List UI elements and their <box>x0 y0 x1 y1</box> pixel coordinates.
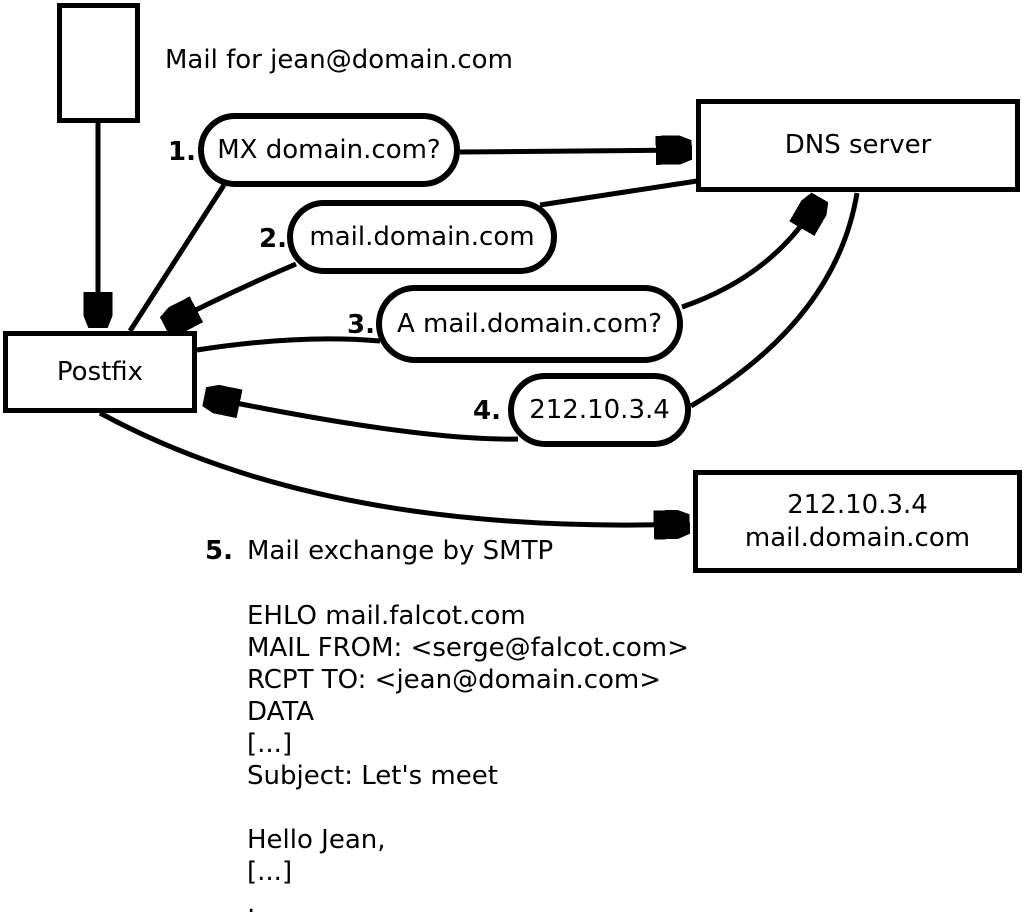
dns-server-label: DNS server <box>784 130 932 160</box>
mail-message-icon <box>57 3 140 123</box>
step-5-label: Mail exchange by SMTP <box>247 536 554 566</box>
line-dns-to-reply-mx <box>539 178 698 208</box>
step-3-label: A mail.domain.com? <box>397 309 662 339</box>
arrow-reply-a-to-postfix <box>206 397 519 442</box>
postfix-box: Postfix <box>3 331 197 413</box>
step-1-label: MX domain.com? <box>217 135 441 165</box>
step-4-number: 4. <box>473 396 501 426</box>
arrow-query-a-to-dns <box>681 199 819 310</box>
target-server-ip: 212.10.3.4 <box>787 489 928 520</box>
step-1-pill: MX domain.com? <box>198 113 460 187</box>
line-postfix-to-query-a <box>196 336 381 353</box>
step-4-pill: 212.10.3.4 <box>508 373 691 447</box>
step-3-pill: A mail.domain.com? <box>376 285 683 363</box>
smtp-transcript: EHLO mail.falcot.com MAIL FROM: <serge@f… <box>247 601 689 919</box>
step-2-number: 2. <box>259 224 287 254</box>
step-1-number: 1. <box>168 137 196 167</box>
step-2-label: mail.domain.com <box>309 222 535 252</box>
step-5-number: 5. <box>205 536 233 566</box>
step-2-pill: mail.domain.com <box>287 200 557 274</box>
arrow-query-mx-to-dns <box>459 150 690 152</box>
target-server-box: 212.10.3.4 mail.domain.com <box>693 470 1022 573</box>
arrow-smtp-to-target <box>98 410 688 525</box>
line-dns-to-reply-a <box>689 192 860 409</box>
mail-note: Mail for jean@domain.com <box>165 45 513 75</box>
target-server-hostname: mail.domain.com <box>744 522 971 553</box>
line-postfix-to-query-mx <box>127 183 227 333</box>
postfix-label: Postfix <box>56 356 144 387</box>
step-4-label: 212.10.3.4 <box>529 395 670 425</box>
dns-server-box: DNS server <box>696 99 1020 192</box>
step-3-number: 3. <box>347 310 375 340</box>
arrow-reply-mx-to-postfix <box>166 261 297 325</box>
